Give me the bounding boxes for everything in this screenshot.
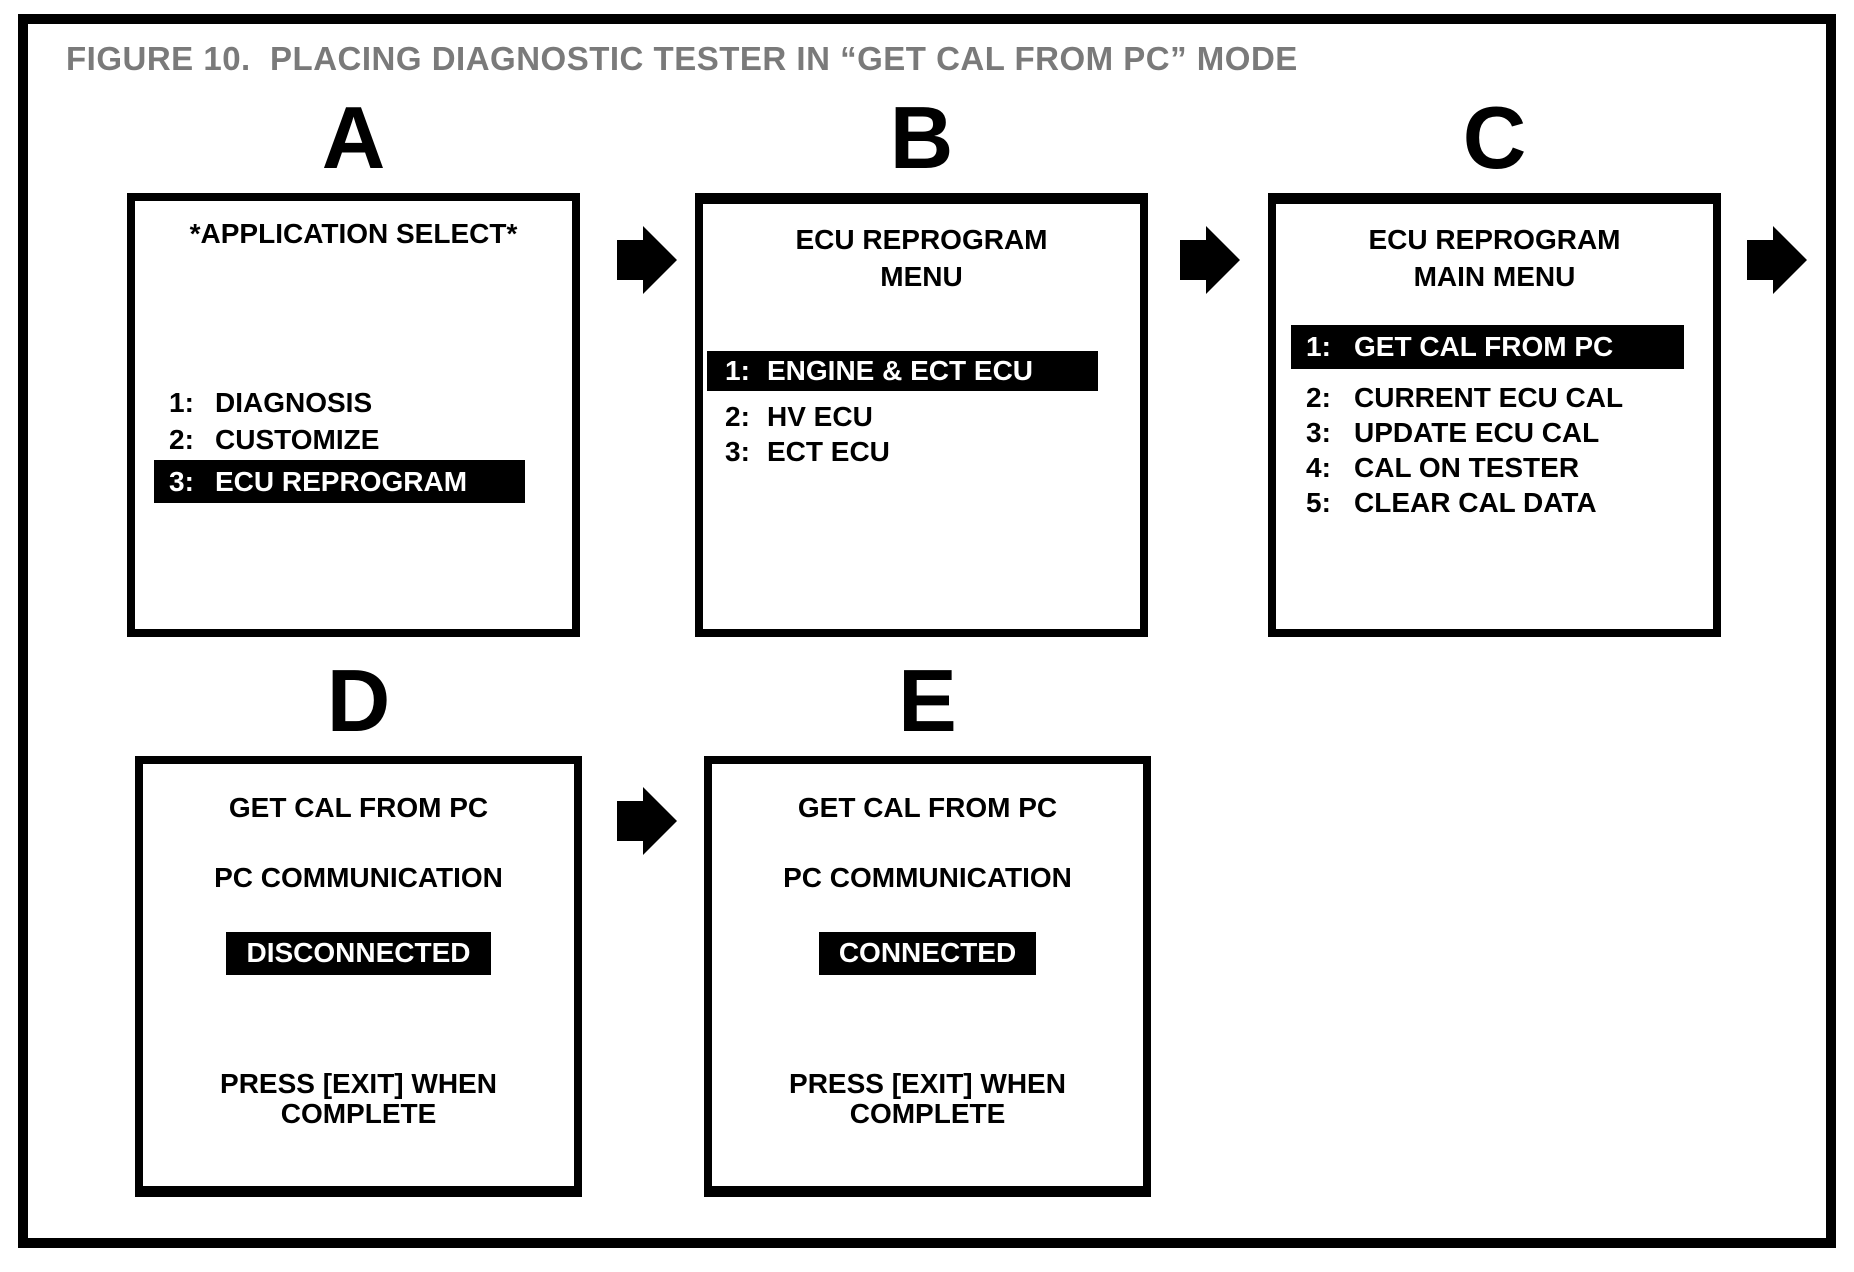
menu-item-label: UPDATE ECU CAL bbox=[1354, 416, 1600, 448]
menu-item: 1: DIAGNOSIS bbox=[135, 384, 572, 421]
screen-e: E GET CAL FROM PC PC COMMUNICATION CONNE… bbox=[704, 645, 1151, 1197]
screen-b-menu: 1: ENGINE & ECT ECU 2: HV ECU 3: ECT ECU bbox=[703, 351, 1140, 469]
screen-e-subheading: PC COMMUNICATION bbox=[783, 862, 1072, 893]
menu-item-label: ECT ECU bbox=[767, 435, 890, 467]
flow-arrow-icon bbox=[1180, 220, 1240, 300]
screen-d-footer: PRESS [EXIT] WHEN COMPLETE bbox=[220, 1068, 497, 1129]
menu-item-label: CAL ON TESTER bbox=[1354, 451, 1580, 483]
flow-arrow-icon bbox=[1747, 220, 1807, 300]
figure-title: FIGURE 10. PLACING DIAGNOSTIC TESTER IN … bbox=[66, 40, 1298, 77]
menu-item-label: GET CAL FROM PC bbox=[1354, 331, 1614, 362]
menu-item: 2: CURRENT ECU CAL bbox=[1276, 380, 1713, 415]
menu-item: 4: CAL ON TESTER bbox=[1276, 450, 1713, 485]
screen-b-title: ECU REPROGRAM MENU bbox=[795, 224, 1048, 292]
menu-item-highlighted: 3: ECU REPROGRAM bbox=[154, 460, 525, 503]
screen-a-display: *APPLICATION SELECT* 1: DIAGNOSIS 2: CUS… bbox=[127, 193, 580, 637]
menu-item-number: 3: bbox=[1306, 416, 1331, 448]
menu-item-number: 1: bbox=[725, 355, 750, 386]
menu-item-highlighted: 1: ENGINE & ECT ECU bbox=[707, 351, 1098, 391]
screen-a-label: A bbox=[321, 88, 386, 187]
flow-arrow-icon bbox=[617, 220, 677, 300]
screen-e-heading: GET CAL FROM PC bbox=[797, 792, 1058, 823]
menu-item-label: HV ECU bbox=[767, 400, 873, 432]
menu-item-label: DIAGNOSIS bbox=[215, 386, 373, 418]
screen-c-display: ECU REPROGRAM MAIN MENU 1: GET CAL FROM … bbox=[1268, 193, 1721, 637]
screen-a: A *APPLICATION SELECT* 1: DIAGNOSIS 2: C… bbox=[127, 82, 580, 637]
screen-c-title: ECU REPROGRAM MAIN MENU bbox=[1368, 224, 1621, 292]
screen-d-label: D bbox=[326, 651, 391, 750]
menu-item-number: 2: bbox=[1306, 381, 1331, 413]
screen-e-display: GET CAL FROM PC PC COMMUNICATION CONNECT… bbox=[704, 756, 1151, 1197]
screen-e-footer: PRESS [EXIT] WHEN COMPLETE bbox=[789, 1068, 1066, 1129]
menu-item-number: 5: bbox=[1306, 486, 1331, 518]
screen-c-menu: 1: GET CAL FROM PC 2: CURRENT ECU CAL 3:… bbox=[1276, 325, 1713, 520]
screen-c-label: C bbox=[1462, 88, 1527, 187]
screen-e-label: E bbox=[898, 651, 957, 750]
screen-b-label: B bbox=[889, 88, 954, 187]
menu-item-highlighted: 1: GET CAL FROM PC bbox=[1291, 325, 1684, 369]
menu-item-number: 3: bbox=[725, 435, 750, 467]
menu-item-label: CURRENT ECU CAL bbox=[1354, 381, 1624, 413]
menu-item-label: ECU REPROGRAM bbox=[215, 465, 468, 497]
screen-d-subheading: PC COMMUNICATION bbox=[214, 862, 503, 893]
screen-a-title: *APPLICATION SELECT* bbox=[189, 218, 518, 249]
menu-item: 5: CLEAR CAL DATA bbox=[1276, 485, 1713, 520]
figure-frame: FIGURE 10. PLACING DIAGNOSTIC TESTER IN … bbox=[18, 14, 1836, 1248]
status-badge: DISCONNECTED bbox=[226, 932, 491, 975]
screen-b-display: ECU REPROGRAM MENU 1: ENGINE & ECT ECU 2… bbox=[695, 193, 1148, 637]
menu-item-number: 4: bbox=[1306, 451, 1331, 483]
screen-d-heading: GET CAL FROM PC bbox=[228, 792, 489, 823]
flow-arrow-icon bbox=[617, 781, 677, 861]
menu-item: 3: ECT ECU bbox=[703, 434, 1140, 469]
menu-item-number: 1: bbox=[1306, 331, 1331, 362]
screen-e-status-row: CONNECTED bbox=[712, 932, 1143, 975]
menu-item-label: CUSTOMIZE bbox=[215, 423, 380, 455]
menu-item-label: CLEAR CAL DATA bbox=[1354, 486, 1597, 518]
screen-d-display: GET CAL FROM PC PC COMMUNICATION DISCONN… bbox=[135, 756, 582, 1197]
screen-b: B ECU REPROGRAM MENU 1: ENGINE & ECT ECU… bbox=[695, 82, 1148, 637]
menu-item-number: 2: bbox=[725, 400, 750, 432]
menu-item: 2: CUSTOMIZE bbox=[135, 421, 572, 458]
menu-item-number: 2: bbox=[169, 423, 194, 455]
status-badge: CONNECTED bbox=[818, 932, 1037, 975]
screen-d-status-row: DISCONNECTED bbox=[143, 932, 574, 975]
screen-c: C ECU REPROGRAM MAIN MENU 1: GET CAL FRO… bbox=[1268, 82, 1721, 637]
menu-item-number: 1: bbox=[169, 386, 194, 418]
menu-item-label: ENGINE & ECT ECU bbox=[767, 355, 1034, 386]
menu-item: 2: HV ECU bbox=[703, 399, 1140, 434]
menu-item: 3: UPDATE ECU CAL bbox=[1276, 415, 1713, 450]
screen-d: D GET CAL FROM PC PC COMMUNICATION DISCO… bbox=[135, 645, 582, 1197]
screen-a-menu: 1: DIAGNOSIS 2: CUSTOMIZE 3: ECU REPROGR… bbox=[135, 384, 572, 503]
menu-item-number: 3: bbox=[169, 465, 194, 497]
